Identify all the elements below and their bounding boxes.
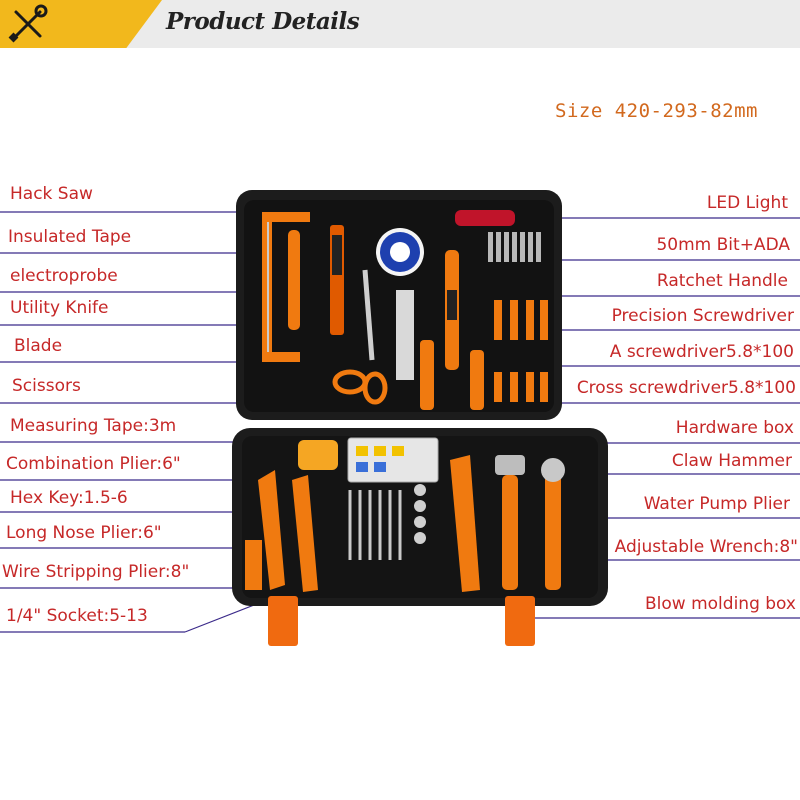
header-banner: Product Details [0,0,800,48]
label-ratchet-handle: Ratchet Handle [656,271,788,291]
label-utility-knife: Utility Knife [10,298,109,318]
label-insulated-tape: Insulated Tape [8,227,132,247]
label-measuring-tape: Measuring Tape:3m [10,416,177,436]
page-title: Product Details [166,8,360,35]
label-electroprobe: electroprobe [10,266,118,286]
label-blow-molding-box: Blow molding box [645,594,796,614]
label-long-nose-plier: Long Nose Plier:6" [6,523,162,543]
case-lid [236,190,562,420]
label-adjustable-wrench: Adjustable Wrench:8" [614,537,798,557]
label-a-screwdriver: A screwdriver5.8*100 [609,342,794,362]
label-led-light: LED Light [706,193,788,213]
wrench-screwdriver-icon [8,4,48,43]
label-water-pump-plier: Water Pump Plier [643,494,790,514]
label-hardware-box: Hardware box [675,418,794,438]
case-body [232,428,608,646]
label-cross-screwdriver: Cross screwdriver5.8*100 [576,378,796,398]
label-scissors: Scissors [12,376,81,396]
label-combination-plier: Combination Plier:6" [6,454,181,474]
label-claw-hammer: Claw Hammer [671,451,792,471]
label-blade: Blade [14,336,63,356]
label-hack-saw: Hack Saw [10,184,93,204]
label-wire-stripping-plier: Wire Stripping Plier:8" [2,562,190,582]
label-hex-key: Hex Key:1.5-6 [10,488,128,508]
label-socket: 1/4" Socket:5-13 [6,606,148,626]
size-dimensions: Size 420-293-82mm [555,100,758,122]
label-bit-ada: 50mm Bit+ADA [656,235,790,255]
label-precision-screwdriver: Precision Screwdriver [611,306,794,326]
